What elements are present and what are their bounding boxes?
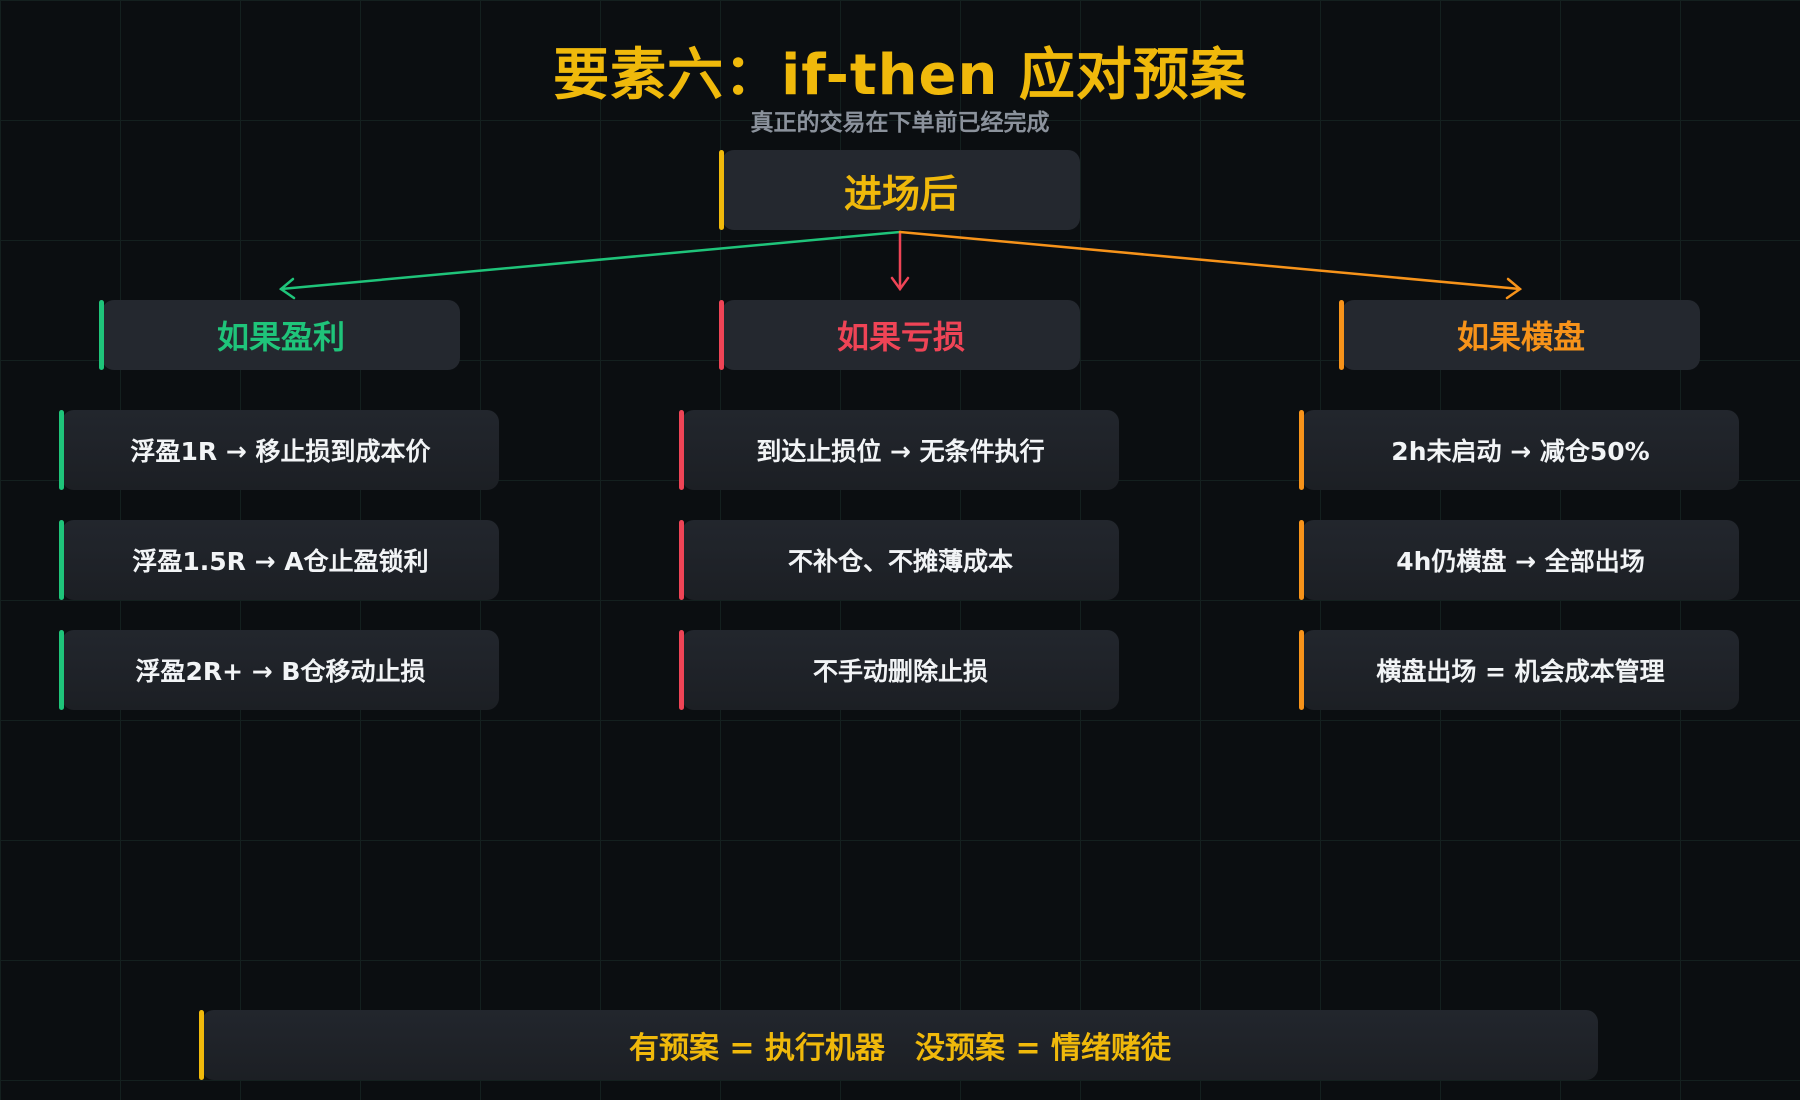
rule-text: 浮盈1.5R → A仓止盈锁利 [132, 547, 429, 576]
rule-text: 浮盈2R+ → B仓移动止损 [135, 657, 426, 686]
sideways-rule-1: 2h未启动 → 减仓50% [1299, 410, 1739, 490]
root-node-label: 进场后 [843, 171, 958, 216]
loss-rule-2: 不补仓、不摊薄成本 [679, 520, 1119, 600]
rule-text: 不手动删除止损 [812, 657, 988, 686]
arrow-to-profit [278, 230, 902, 300]
loss-rule-1: 到达止损位 → 无条件执行 [679, 410, 1119, 490]
sideways-rule-2: 4h仍横盘 → 全部出场 [1299, 520, 1739, 600]
branch-if-profit: 如果盈利 [99, 300, 460, 370]
page-title: 要素六：if-then 应对预案 [553, 43, 1247, 108]
rule-text: 到达止损位 → 无条件执行 [756, 437, 1045, 466]
sideways-rule-3: 横盘出场 = 机会成本管理 [1299, 630, 1739, 710]
summary-without-plan: 没预案 = 情绪赌徒 [915, 1031, 1172, 1066]
branch-if-loss: 如果亏损 [719, 300, 1080, 370]
profit-rule-2: 浮盈1.5R → A仓止盈锁利 [59, 520, 499, 600]
profit-rule-1: 浮盈1R → 移止损到成本价 [59, 410, 499, 490]
profit-rule-3: 浮盈2R+ → B仓移动止损 [59, 630, 499, 710]
page-subtitle: 真正的交易在下单前已经完成 [750, 110, 1050, 136]
rule-text: 4h仍横盘 → 全部出场 [1396, 547, 1645, 576]
root-node-after-entry: 进场后 [719, 150, 1080, 230]
rule-text: 2h未启动 → 减仓50% [1391, 437, 1650, 466]
branch-label: 如果横盘 [1456, 318, 1585, 356]
rule-text: 不补仓、不摊薄成本 [787, 547, 1013, 576]
arrow-to-loss [890, 230, 910, 292]
arrow-to-sideways [898, 230, 1523, 300]
summary-with-plan: 有预案 = 执行机器 [628, 1031, 885, 1066]
branch-label: 如果亏损 [836, 318, 965, 356]
summary-banner: 有预案 = 执行机器 没预案 = 情绪赌徒 [199, 1010, 1598, 1080]
rule-text: 浮盈1R → 移止损到成本价 [130, 437, 431, 466]
branch-if-sideways: 如果横盘 [1339, 300, 1700, 370]
branch-label: 如果盈利 [216, 318, 345, 356]
rule-text: 横盘出场 = 机会成本管理 [1376, 657, 1665, 686]
loss-rule-3: 不手动删除止损 [679, 630, 1119, 710]
